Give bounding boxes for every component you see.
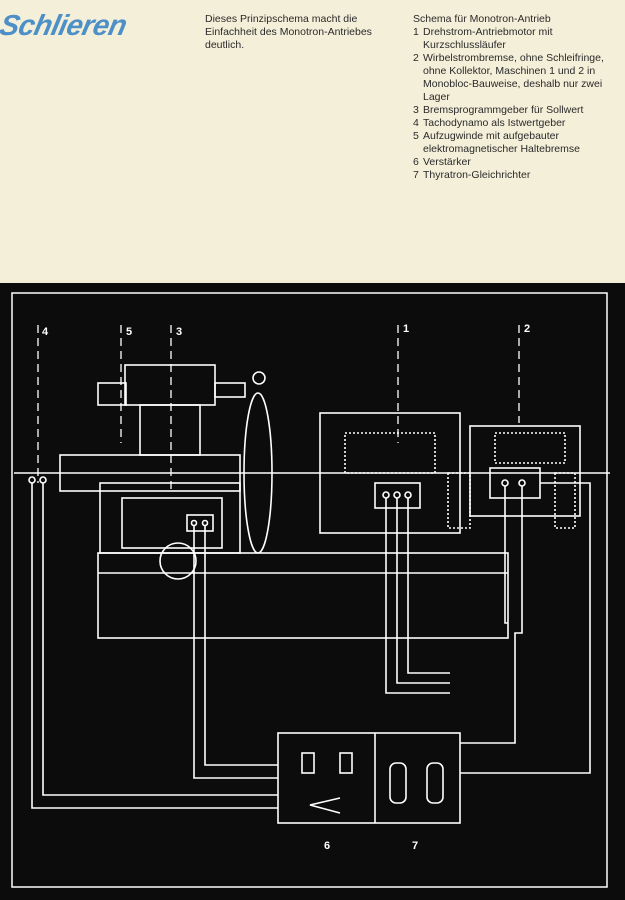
label-7: 7 xyxy=(412,840,419,852)
legend-title: Schema für Monotron-Antrieb xyxy=(413,13,551,25)
label-3: 3 xyxy=(176,326,183,338)
label-6: 6 xyxy=(324,840,331,852)
label-4: 4 xyxy=(42,326,49,338)
intro-text: Dieses Prinzipschema macht die Einfachhe… xyxy=(205,13,372,51)
label-2: 2 xyxy=(524,323,531,335)
schematic-drawing xyxy=(11,292,610,888)
label-1: 1 xyxy=(403,323,410,335)
brand-logo: Schlieren xyxy=(0,10,130,42)
schematic-diagram: 4 5 3 1 2 6 7 xyxy=(0,283,625,900)
label-5: 5 xyxy=(126,326,133,338)
